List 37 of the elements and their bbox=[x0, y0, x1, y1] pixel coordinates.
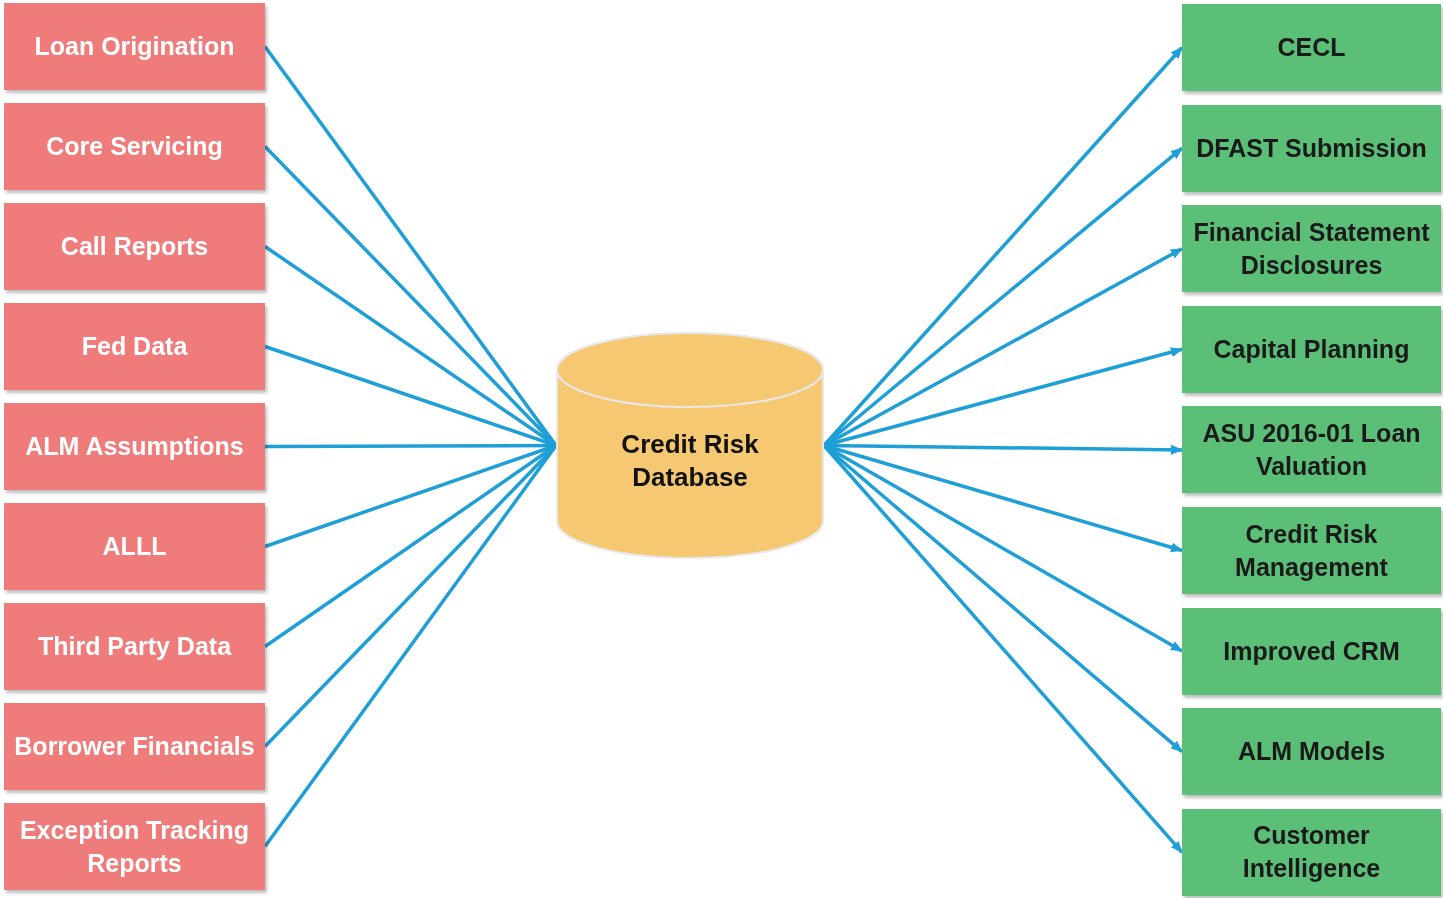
source-box bbox=[4, 403, 265, 490]
node-label: Fed Data bbox=[81, 331, 188, 362]
node-label: Capital Planning bbox=[1213, 333, 1410, 365]
node-label: ASU 2016-01 Loan Valuation bbox=[1201, 417, 1422, 482]
source-box bbox=[4, 203, 265, 290]
source-box bbox=[4, 703, 265, 790]
source-box bbox=[4, 103, 265, 190]
node-label: ALLL bbox=[102, 531, 167, 562]
output-box bbox=[1182, 104, 1441, 192]
node-label: DFAST Submission bbox=[1196, 132, 1427, 164]
node-label: Customer Intelligence bbox=[1241, 820, 1382, 885]
node-label: Credit Risk Management bbox=[1234, 518, 1389, 583]
output-box bbox=[1182, 205, 1441, 293]
source-box bbox=[4, 603, 265, 690]
output-box bbox=[1182, 406, 1441, 494]
node-label: CECL bbox=[1277, 32, 1346, 63]
output-box bbox=[1182, 708, 1441, 796]
source-box bbox=[4, 803, 265, 890]
node-label: Financial Statement Disclosures bbox=[1192, 216, 1431, 281]
source-box bbox=[4, 503, 265, 590]
source-box bbox=[4, 3, 265, 90]
node-label: ALM Assumptions bbox=[25, 431, 244, 462]
output-box bbox=[1182, 305, 1441, 393]
node-label: Borrower Financials bbox=[14, 731, 255, 762]
node-label: Improved CRM bbox=[1223, 635, 1400, 667]
source-box bbox=[4, 303, 265, 390]
output-box bbox=[1182, 607, 1441, 695]
node-label: Core Servicing bbox=[46, 131, 223, 162]
output-box bbox=[1182, 507, 1441, 594]
node-label: Call Reports bbox=[60, 231, 209, 262]
output-box bbox=[1182, 808, 1441, 896]
node-label: ALM Models bbox=[1237, 736, 1386, 768]
output-box bbox=[1182, 4, 1441, 91]
node-label: Credit Risk Database bbox=[620, 427, 760, 494]
node-label: Exception Tracking Reports bbox=[18, 814, 251, 879]
node-label: Third Party Data bbox=[37, 631, 232, 662]
node-label: Loan Origination bbox=[34, 31, 235, 62]
